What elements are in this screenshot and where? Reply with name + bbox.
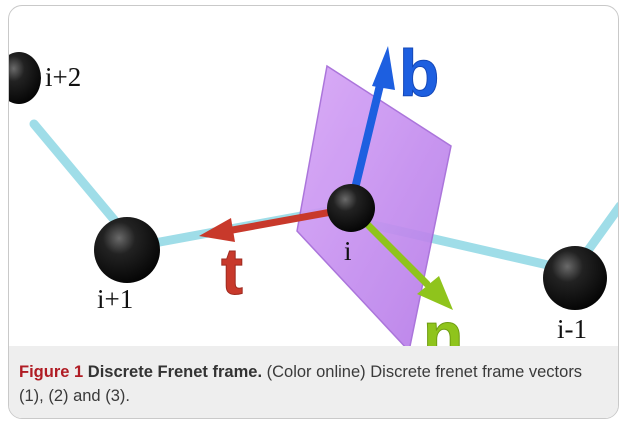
figure-container: i+2 i+1 i i-1 b t n Figure 1 Discrete Fr… [8,5,619,419]
binormal-vector [348,46,395,205]
figure-caption: Figure 1 Discrete Frenet frame. (Color o… [19,360,609,408]
label-i-plus-1: i+1 [97,284,133,314]
label-tangent-t: t [221,234,243,308]
caption-background [9,346,618,418]
label-binormal-b: b [399,36,439,110]
bond-i2-i1 [29,119,126,233]
figure-number: Figure 1 [19,363,84,381]
label-normal-n: n [423,298,463,346]
label-i-plus-2: i+2 [45,62,81,92]
figure-title: Discrete Frenet frame. [87,363,263,381]
bead-left-edge [9,52,41,104]
tangent-vector [199,207,341,242]
figure-caption-text: (Color online) Discrete frenet frame vec… [19,363,583,405]
label-i-minus-1: i-1 [557,314,587,344]
normal-vector [357,214,453,310]
label-i: i [344,236,352,266]
bond-i1m-next [579,201,618,261]
bead-i [327,184,375,232]
bead-i-plus-1 [94,217,160,283]
bead-i-minus-1 [543,246,607,310]
frenet-frame-illustration: i+2 i+1 i i-1 b t n [9,6,618,346]
